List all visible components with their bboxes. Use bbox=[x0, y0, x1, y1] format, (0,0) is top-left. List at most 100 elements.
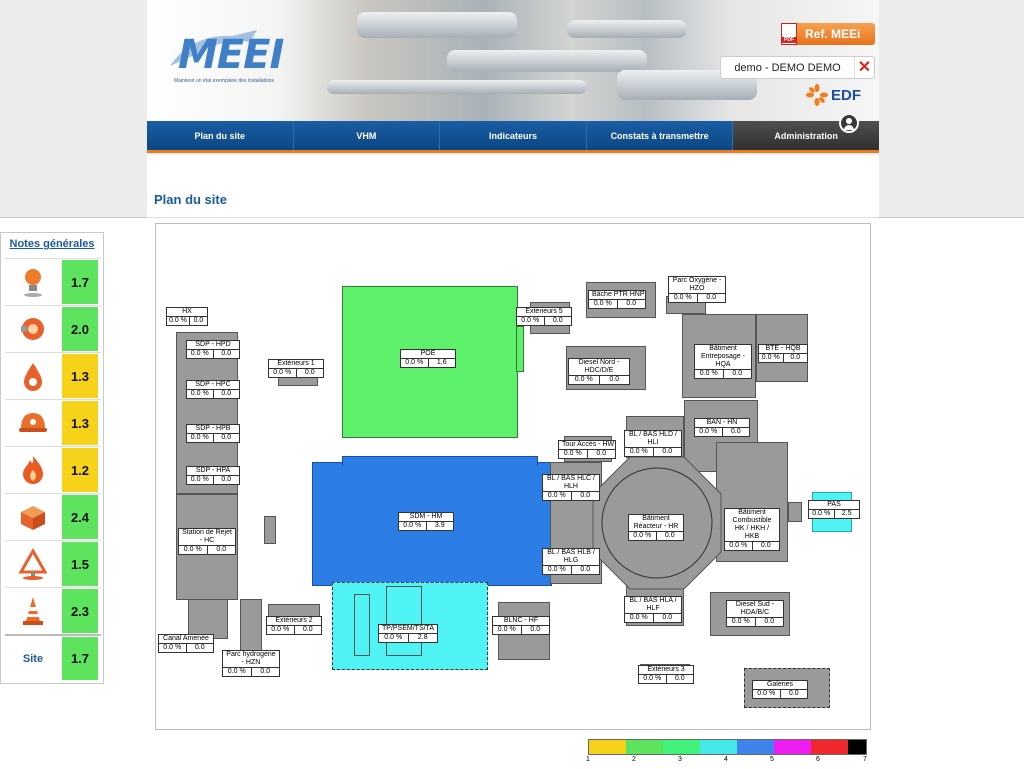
legend-swatch-6 bbox=[681, 740, 700, 754]
note-value-6: 2.4 bbox=[61, 494, 99, 540]
legend-number-7: 7 bbox=[863, 756, 867, 763]
site-map: HX 0.0 %0.0 SDP - HPD 0.0 %0.0 SDP - HPC… bbox=[155, 223, 871, 730]
note-row-3[interactable]: 1.3 bbox=[5, 352, 101, 399]
legend-swatch-9 bbox=[736, 740, 756, 754]
label-tp-psem: TP/PSEM/TS/TA 0.0 %2.8 bbox=[378, 624, 438, 643]
legend-swatch-14 bbox=[829, 740, 848, 754]
building-pas-connector[interactable] bbox=[788, 502, 802, 522]
legend-swatch-1 bbox=[589, 740, 608, 754]
label-bl-hlc: BL / BAS HLC / HLH 0.0 %0.0 bbox=[542, 474, 600, 501]
label-galeries: Galeries 0.0 %0.0 bbox=[752, 680, 808, 699]
building-tp-inner2[interactable] bbox=[386, 586, 422, 656]
logo-text: MEEI bbox=[178, 32, 284, 78]
note-value-5: 1.2 bbox=[61, 447, 99, 493]
label-diesel-sud: Diesel Sud - HDA/B/C 0.0 %0.0 bbox=[726, 600, 784, 627]
note-value-1: 1.7 bbox=[61, 259, 99, 305]
legend-swatch-3 bbox=[625, 740, 645, 754]
label-bl-hla: BL / BAS HLA / HLF 0.0 %0.0 bbox=[624, 596, 682, 623]
note-value-4: 1.3 bbox=[61, 400, 99, 446]
header-banner-photo bbox=[147, 0, 879, 121]
label-ext1: Extérieurs 1 0.0 %0.0 bbox=[268, 359, 324, 378]
note-row-8[interactable]: 2.3 bbox=[5, 587, 101, 634]
label-sdp-hpc: SDP - HPC 0.0 %0.0 bbox=[186, 380, 240, 399]
legend-number-2: 2 bbox=[632, 756, 636, 763]
edf-logo: EDF bbox=[806, 84, 861, 106]
legend-swatch-12 bbox=[792, 740, 811, 754]
legend-swatch-4 bbox=[644, 740, 663, 754]
label-sdp-hpa: SDP - HPA 0.0 %0.0 bbox=[186, 466, 240, 485]
label-sdp-hpd: SDP - HPD 0.0 %0.0 bbox=[186, 340, 240, 359]
nav-constats[interactable]: Constats à transmettre bbox=[586, 121, 734, 150]
legend-swatch-7 bbox=[699, 740, 719, 754]
label-pas: PAS 0.0 %2.5 bbox=[808, 500, 860, 519]
building-poe-notch[interactable] bbox=[516, 326, 524, 372]
note-value-7: 1.5 bbox=[61, 541, 99, 587]
building-sdm-upper[interactable] bbox=[342, 456, 538, 466]
notes-sidebar: Notes générales 1.7 2.0 1.3 1.3 1.2 2.4 bbox=[0, 232, 104, 684]
label-bat-entreposage: Bâtiment Entreposage - HQA 0.0 %0.0 bbox=[694, 344, 752, 379]
lightbulb-icon bbox=[5, 259, 61, 305]
label-bache: Bâche PTR HNP 0.0 %0.0 bbox=[588, 290, 646, 309]
user-avatar-icon[interactable] bbox=[838, 113, 859, 133]
label-ext2: Extérieurs 2 0.0 %0.0 bbox=[266, 616, 322, 635]
sidebar-title: Notes générales bbox=[9, 238, 95, 250]
legend-swatch-11 bbox=[773, 740, 793, 754]
title-divider bbox=[147, 217, 879, 218]
label-ext5: Extérieurs 5 0.0 %0.0 bbox=[516, 307, 572, 326]
legend-swatch-10 bbox=[755, 740, 774, 754]
label-diesel-nord: Diesel Nord - HDC/D/E 0.0 %0.0 bbox=[568, 358, 630, 385]
nav-indicateurs[interactable]: Indicateurs bbox=[440, 121, 587, 150]
color-scale-legend bbox=[588, 739, 867, 755]
legend-number-4: 4 bbox=[724, 756, 728, 763]
note-row-site[interactable]: Site 1.7 bbox=[5, 634, 101, 681]
label-bl-hld: BL / BAS HLD / HLI 0.0 %0.0 bbox=[624, 430, 682, 457]
legend-number-5: 5 bbox=[770, 756, 774, 763]
logout-close-icon[interactable]: ✕ bbox=[854, 57, 874, 78]
note-value-2: 2.0 bbox=[61, 306, 99, 352]
valve-icon bbox=[5, 306, 61, 352]
legend-number-3: 3 bbox=[678, 756, 682, 763]
logo-subtitle: Maintenir un état exemplaire des install… bbox=[174, 78, 275, 84]
flame-icon bbox=[5, 447, 61, 493]
user-box: demo - DEMO DEMO ✕ bbox=[720, 56, 875, 79]
building-small-left[interactable] bbox=[264, 516, 276, 544]
note-row-6[interactable]: 2.4 bbox=[5, 493, 101, 540]
label-ban: BAN - HN 0.0 %0.0 bbox=[694, 418, 750, 437]
ref-meei-button[interactable]: Ref. MEEi bbox=[781, 23, 875, 45]
label-hx: HX 0.0 %0.0 bbox=[166, 307, 208, 326]
nav-plan-du-site[interactable]: Plan du site bbox=[147, 121, 294, 150]
edf-text: EDF bbox=[831, 86, 861, 104]
edf-flower-icon bbox=[806, 84, 828, 106]
label-blnc: BLNC - HF 0.0 %0.0 bbox=[492, 616, 550, 635]
main-nav: Plan du site VHM Indicateurs Constats à … bbox=[147, 113, 879, 153]
building-tp-inner1[interactable] bbox=[354, 594, 370, 656]
building-canal-block[interactable] bbox=[188, 599, 228, 639]
legend-swatch-2 bbox=[607, 740, 626, 754]
legend-number-1: 1 bbox=[586, 756, 590, 763]
helmet-icon bbox=[5, 400, 61, 446]
label-station-rejet: Station de Rejet - HC 0.0 %0.0 bbox=[178, 528, 236, 555]
label-bat-combustible: Bâtiment Combustible HK / HKH / HKB 0.0 … bbox=[724, 508, 780, 551]
label-parc-hydrogene: Parc hydrogène - HZN 0.0 %0.0 bbox=[222, 650, 280, 677]
label-ext3: Extérieurs 3 0.0 %0.0 bbox=[638, 665, 694, 684]
pdf-icon bbox=[781, 23, 797, 45]
ref-meei-label: Ref. MEEi bbox=[805, 27, 861, 41]
site-value: 1.7 bbox=[61, 636, 99, 681]
note-row-4[interactable]: 1.3 bbox=[5, 399, 101, 446]
note-row-2[interactable]: 2.0 bbox=[5, 305, 101, 352]
label-bl-hlb: BL / BAS HLB / HLG 0.0 %0.0 bbox=[542, 548, 600, 575]
note-row-1[interactable]: 1.7 bbox=[5, 258, 101, 305]
box-icon bbox=[5, 494, 61, 540]
nav-administration[interactable]: Administration bbox=[733, 113, 879, 150]
note-row-7[interactable]: 1.5 bbox=[5, 540, 101, 587]
label-tour-acces: Tour Accès - HW 0.0 %0.0 bbox=[558, 440, 616, 459]
page-title: Plan du site bbox=[154, 192, 227, 207]
note-row-5[interactable]: 1.2 bbox=[5, 446, 101, 493]
label-parc-oxygene: Parc Oxygène - HZO 0.0 %0.0 bbox=[668, 276, 726, 303]
note-value-3: 1.3 bbox=[61, 353, 99, 399]
nav-vhm[interactable]: VHM bbox=[293, 121, 441, 150]
label-bte: BTE - HQB 0.0 %0.0 bbox=[758, 344, 808, 363]
label-sdm: SDM - HM 0.0 %3.9 bbox=[398, 512, 454, 531]
legend-swatch-8 bbox=[718, 740, 737, 754]
meei-logo-icon bbox=[170, 30, 257, 66]
